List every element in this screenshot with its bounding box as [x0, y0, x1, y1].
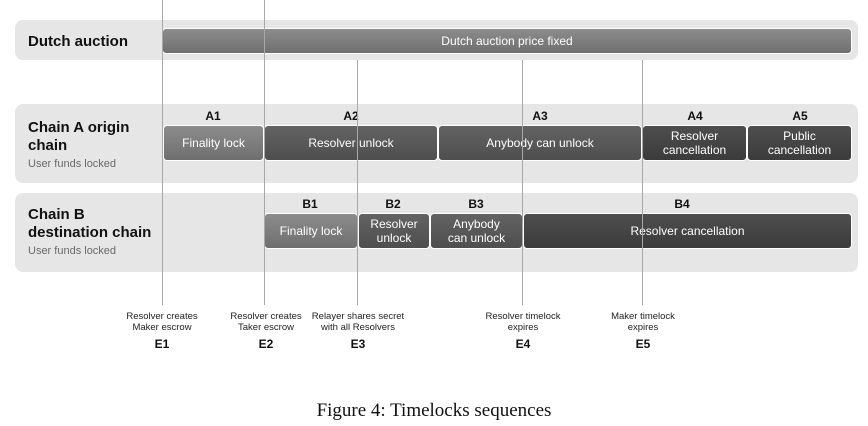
segment-label-a2: A2	[343, 109, 359, 123]
figure-caption: Figure 4: Timelocks sequences	[316, 400, 552, 421]
event-id-e5: E5	[635, 337, 651, 351]
chain-b-title-line2: destination chain	[28, 224, 152, 241]
chain-a-subtitle: User funds locked	[28, 158, 117, 170]
chain-b-title-line1: Chain B	[28, 206, 85, 223]
segment-label-a5: A5	[792, 109, 808, 123]
segment-a5-public-cancellation: Public cancellation	[747, 125, 852, 161]
segment-label-b1: B1	[302, 197, 318, 211]
event-id-e4: E4	[515, 337, 531, 351]
event-desc-e1: Resolver creates Maker escrow	[126, 311, 198, 333]
event-line-e2	[264, 0, 265, 305]
event-desc-e3: Relayer shares secret with all Resolvers	[311, 311, 405, 333]
segment-b1-finality-lock: Finality lock	[264, 213, 358, 249]
chain-a-title-line2: chain	[28, 137, 68, 154]
event-line-e5	[642, 60, 643, 305]
segment-b2-resolver-unlock: Resolver unlock	[358, 213, 430, 249]
event-id-e3: E3	[350, 337, 366, 351]
segment-a1-finality-lock: Finality lock	[163, 125, 264, 161]
segment-label-a1: A1	[205, 109, 221, 123]
segment-label-b4: B4	[674, 197, 690, 211]
segment-b3-anybody-can-unlock: Anybody can unlock	[430, 213, 523, 249]
dutch-auction-bar: Dutch auction price fixed	[162, 28, 852, 54]
event-id-e2: E2	[258, 337, 274, 351]
chain-a-title-line1: Chain A origin	[28, 119, 130, 136]
event-desc-e2: Resolver creates Taker escrow	[230, 311, 302, 333]
segment-label-b2: B2	[385, 197, 401, 211]
chain-b-subtitle: User funds locked	[28, 245, 117, 257]
segment-label-b3: B3	[468, 197, 484, 211]
event-line-e3	[357, 60, 358, 305]
segment-a4-resolver-cancellation: Resolver cancellation	[642, 125, 747, 161]
segment-b4-resolver-cancellation: Resolver cancellation	[523, 213, 852, 249]
segment-label-a4: A4	[687, 109, 703, 123]
segment-label-a3: A3	[532, 109, 548, 123]
dutch-auction-title: Dutch auction	[28, 33, 128, 50]
segment-a3-anybody-can-unlock: Anybody can unlock	[438, 125, 642, 161]
event-desc-e5: Maker timelock expires	[611, 311, 675, 333]
event-desc-e4: Resolver timelock expires	[485, 311, 561, 333]
event-line-e1	[162, 0, 163, 305]
event-id-e1: E1	[154, 337, 170, 351]
event-line-e4	[522, 60, 523, 305]
segment-a2-resolver-unlock: Resolver unlock	[264, 125, 438, 161]
